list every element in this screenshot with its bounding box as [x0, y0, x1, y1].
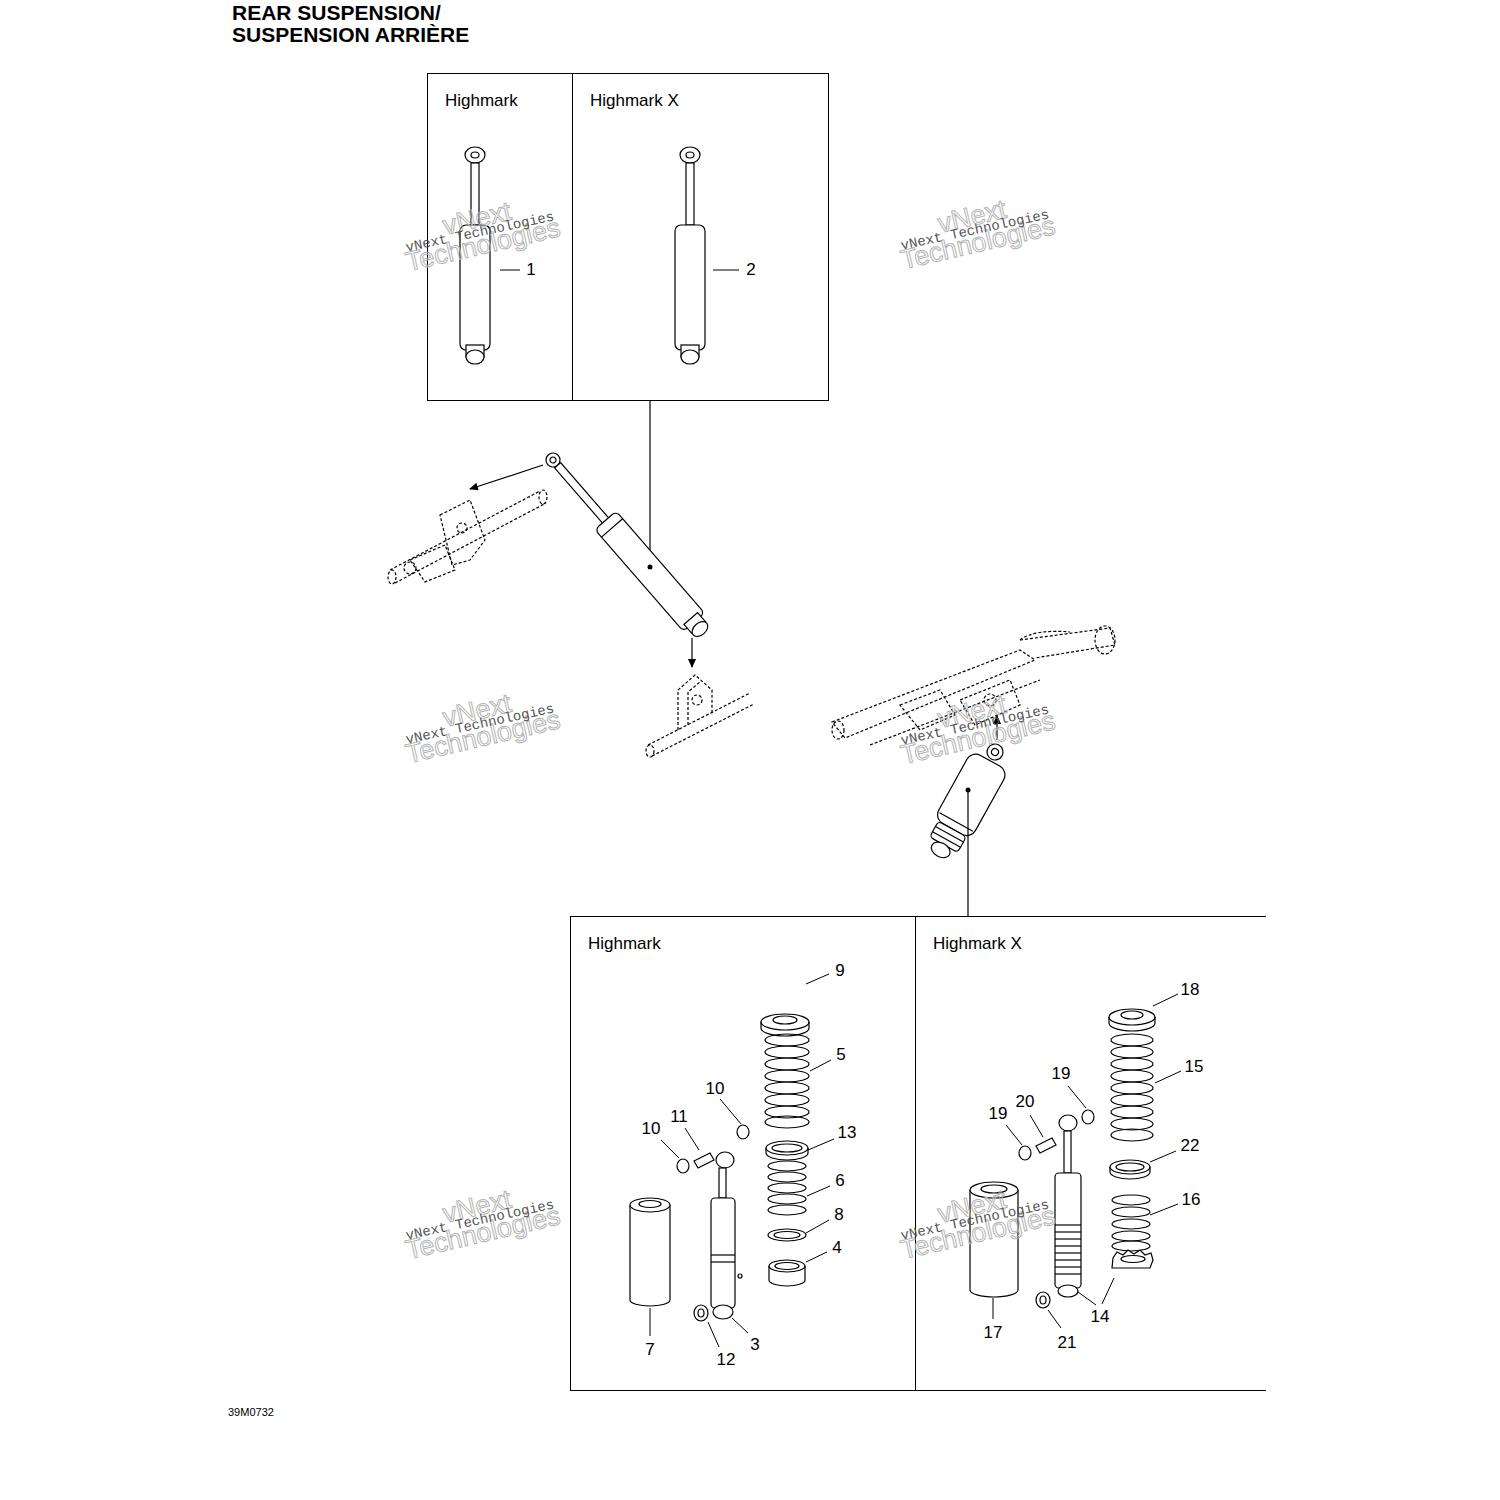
panel-heading: Highmark	[588, 934, 661, 954]
seat-9	[761, 1014, 809, 1036]
ring-13	[766, 1141, 808, 1160]
panel-heading: Highmark X	[933, 934, 1022, 954]
callout-number: 21	[1058, 1333, 1077, 1353]
ring-22	[1110, 1160, 1150, 1179]
figure-code: 39M0732	[228, 1406, 274, 1419]
variant-panel: Highmark	[570, 916, 916, 1391]
seat-18	[1109, 1009, 1155, 1031]
bushing-12	[694, 1305, 708, 1321]
shock-3	[711, 1152, 742, 1319]
callout-number: 16	[1182, 1190, 1201, 1210]
callout-number: 20	[1016, 1092, 1035, 1112]
nut-4	[769, 1260, 805, 1286]
panel-heading: Highmark X	[590, 91, 679, 111]
spring-6	[768, 1161, 806, 1215]
callout-number: 1	[526, 260, 535, 280]
boot-7	[630, 1198, 670, 1306]
front-arm	[388, 490, 547, 584]
variant-panel: Highmark X	[915, 916, 1266, 1391]
shock-highmark-x	[675, 147, 705, 364]
callout-number: 3	[750, 1335, 759, 1355]
callout-number: 9	[835, 961, 844, 981]
nut-14	[1112, 1250, 1153, 1268]
spring-15	[1111, 1034, 1153, 1141]
lower-mount	[646, 675, 754, 757]
bushing-19	[1019, 1110, 1094, 1160]
callout-number: 2	[746, 260, 755, 280]
callout-number: 19	[1052, 1064, 1071, 1084]
callout-number: 18	[1181, 980, 1200, 1000]
leader-lines	[500, 270, 1181, 1347]
callout-number: 7	[645, 1340, 654, 1360]
callout-number: 5	[836, 1045, 845, 1065]
callout-number: 8	[834, 1205, 843, 1225]
spring-16	[1112, 1195, 1150, 1251]
page-title: REAR SUSPENSION/ SUSPENSION ARRIÈRE	[232, 2, 492, 46]
spring-5	[765, 1034, 809, 1128]
panel-heading: Highmark	[445, 91, 518, 111]
ring-8	[768, 1229, 806, 1241]
bushing-10	[677, 1125, 749, 1173]
callout-number: 13	[838, 1123, 857, 1143]
callout-number: 6	[835, 1171, 844, 1191]
callout-number: 15	[1185, 1057, 1204, 1077]
callout-number: 11	[670, 1107, 688, 1127]
callout-number: 10	[706, 1079, 725, 1099]
callout-number: 17	[984, 1323, 1003, 1343]
pin-20	[1036, 1138, 1056, 1153]
pin-11	[694, 1153, 714, 1168]
front-shock	[538, 446, 715, 643]
shock-14	[1055, 1115, 1081, 1297]
bushing-21	[1036, 1292, 1050, 1308]
callout-number: 4	[832, 1238, 841, 1258]
callout-number: 10	[642, 1119, 661, 1139]
variant-panel: Highmark X	[572, 73, 829, 401]
callout-number: 12	[717, 1350, 736, 1370]
callout-number: 14	[1091, 1307, 1110, 1327]
callout-number: 19	[989, 1104, 1008, 1124]
callout-number: 22	[1181, 1136, 1200, 1156]
